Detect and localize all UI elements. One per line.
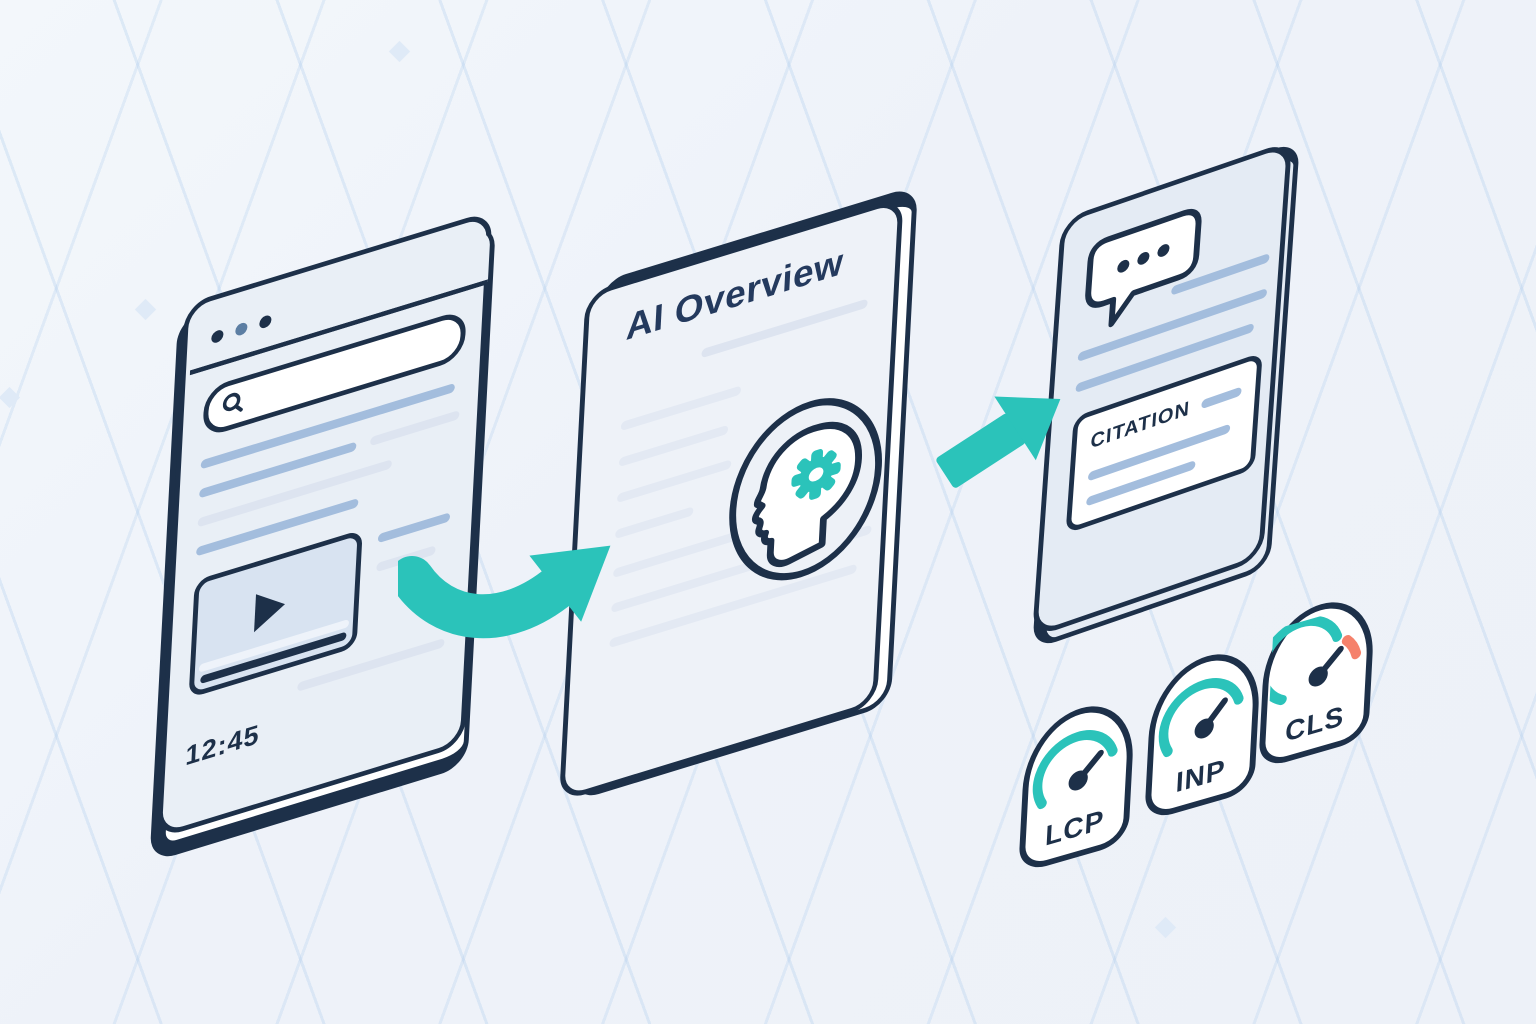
- browser-window-panel: 12:45: [149, 220, 497, 863]
- window-dot-icon: [259, 313, 272, 330]
- skeleton-line: [370, 409, 460, 447]
- grid-node: [0, 386, 21, 409]
- play-icon: [254, 585, 287, 633]
- gear-icon: [791, 449, 841, 500]
- ai-overview-panel: AI Overview: [572, 184, 918, 802]
- skeleton-line: [1201, 386, 1242, 410]
- skeleton-line: [620, 385, 741, 432]
- ai-head-gear-icon: [729, 398, 882, 581]
- gauge-inp: INP: [1144, 640, 1262, 822]
- search-bar: [202, 308, 467, 439]
- grid-node: [1154, 916, 1177, 939]
- search-icon: [222, 392, 243, 412]
- skeleton-line: [199, 441, 357, 499]
- window-dot-icon: [235, 321, 248, 337]
- skeleton-line: [616, 459, 732, 504]
- gauge-dial-icon: [1268, 615, 1362, 706]
- gauge-lcp: LCP: [1018, 692, 1136, 874]
- grid-node: [134, 298, 157, 321]
- window-dot-icon: [211, 328, 224, 345]
- browser-body: 12:45: [168, 284, 488, 789]
- gauge-dial-icon: [1032, 730, 1118, 810]
- citation-panel: CITATION: [1032, 140, 1300, 650]
- gauge-dial-icon: [1158, 678, 1244, 758]
- video-sheen: [198, 618, 350, 673]
- ai-overview-title: AI Overview: [625, 240, 845, 349]
- flow-arrow-icon: [936, 396, 1061, 488]
- gauge-cls: CLS: [1258, 588, 1376, 770]
- flow-arrow-icon: [398, 545, 611, 639]
- skeleton-line: [618, 424, 729, 468]
- grid-node: [388, 40, 411, 63]
- chat-bubble-icon: [1085, 208, 1202, 328]
